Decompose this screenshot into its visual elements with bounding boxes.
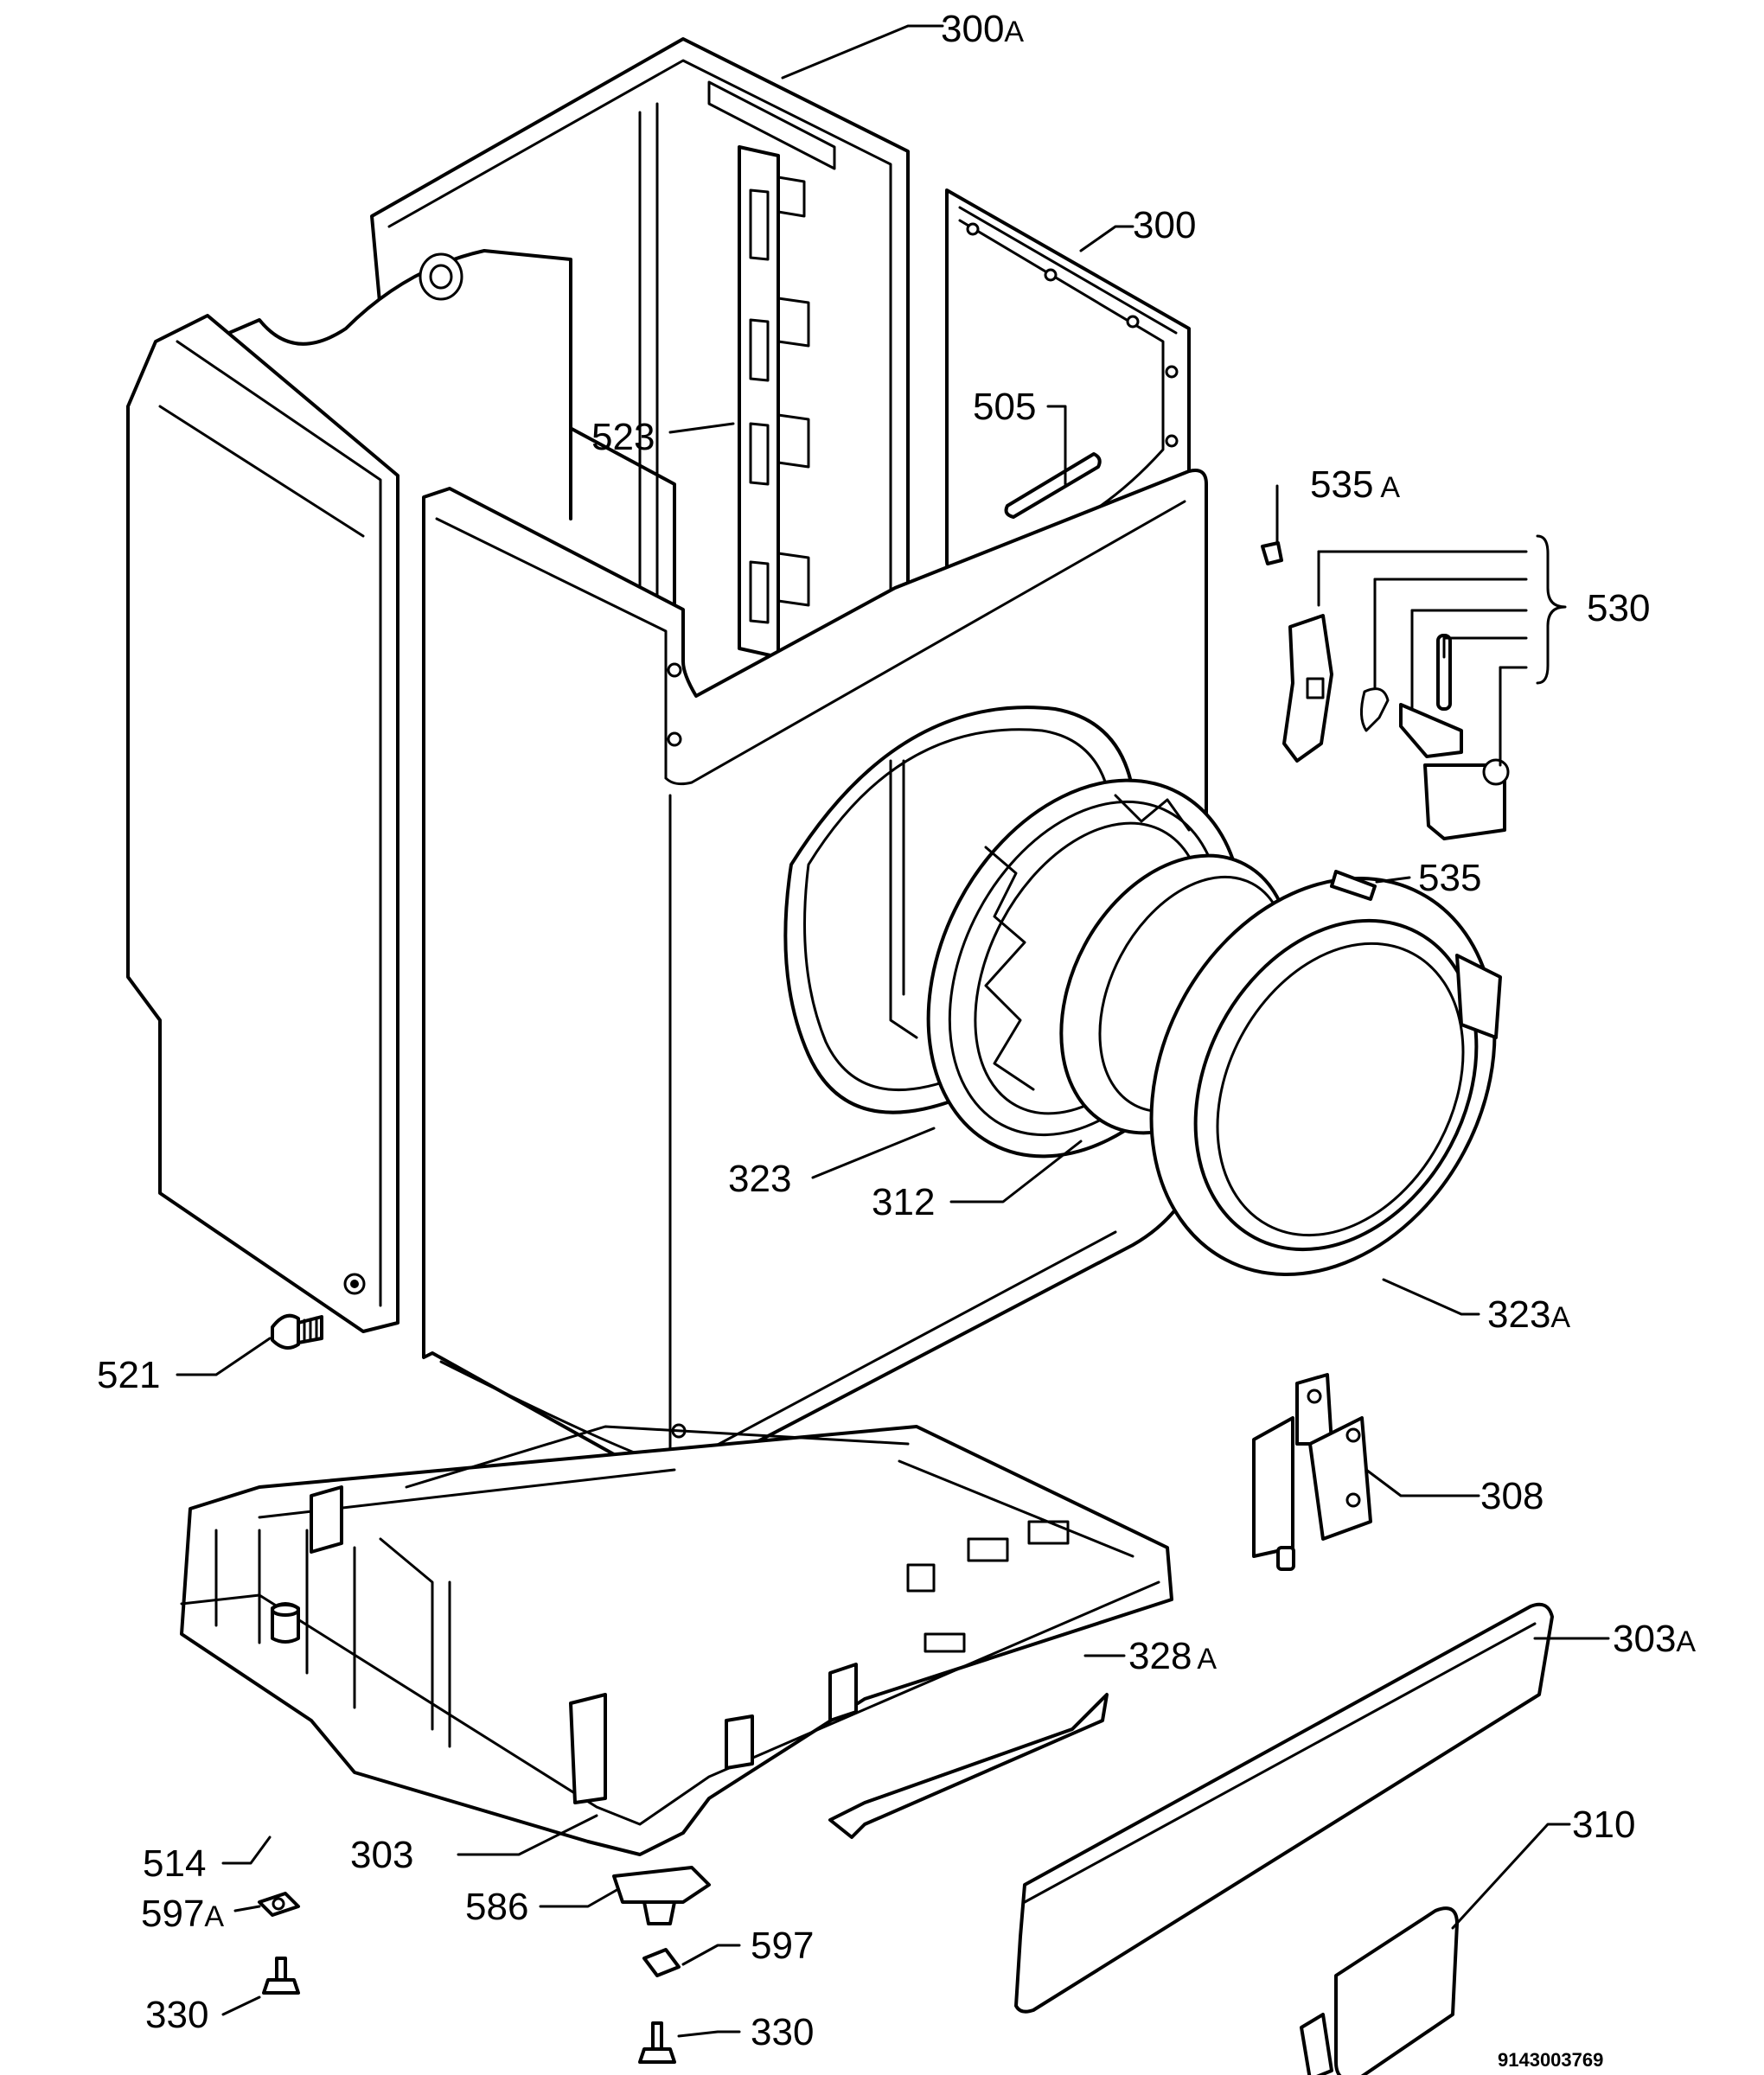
screw-part-521 xyxy=(271,1313,323,1350)
document-number: 9143003769 xyxy=(1498,2049,1603,2071)
label-514: 514 xyxy=(143,1842,206,1885)
screw-part-330-bottom xyxy=(638,2021,676,2064)
label-300: 300 xyxy=(1133,204,1196,246)
label-308: 308 xyxy=(1480,1475,1544,1517)
screw-part-330-left xyxy=(262,1957,300,1995)
label-303: 303 xyxy=(350,1834,413,1876)
label-586: 586 xyxy=(465,1886,528,1928)
label-310: 310 xyxy=(1572,1804,1635,1846)
leader-lines xyxy=(176,24,1610,2038)
label-300a: 300A xyxy=(941,8,1024,50)
kick-panel-part-303a xyxy=(1014,1602,1554,2014)
door-ring-part-323a xyxy=(1149,876,1502,1277)
label-323a: 323A xyxy=(1487,1293,1570,1336)
bracket-530 xyxy=(1317,534,1567,767)
service-flap-part-310 xyxy=(1300,1906,1459,2075)
label-535: 535 xyxy=(1418,857,1481,899)
plate-part-328a xyxy=(828,1693,1109,1839)
left-side-panel xyxy=(126,314,399,1333)
label-597: 597 xyxy=(751,1925,814,1967)
label-330-left: 330 xyxy=(145,1994,208,2036)
small-cap-part-535a xyxy=(1261,541,1283,565)
label-521: 521 xyxy=(97,1354,160,1396)
base-frame-part-303 xyxy=(180,1425,1173,1856)
label-530: 530 xyxy=(1587,587,1650,629)
nut-part-597 xyxy=(642,1948,681,1977)
foot-part-586 xyxy=(612,1866,711,1925)
label-597a: 597A xyxy=(141,1893,224,1935)
hinge-part-308 xyxy=(1252,1373,1372,1571)
nut-part-597a xyxy=(258,1892,300,1917)
label-323: 323 xyxy=(728,1158,791,1200)
pin-part-505 xyxy=(1004,452,1102,519)
spring-pin-part-535 xyxy=(1330,870,1377,901)
label-523: 523 xyxy=(591,416,655,458)
label-330-bottom: 330 xyxy=(751,2011,814,2053)
label-312: 312 xyxy=(872,1181,935,1223)
label-505: 505 xyxy=(973,386,1036,428)
label-303a: 303A xyxy=(1613,1618,1696,1660)
foot-part-514 xyxy=(271,1602,300,1644)
lock-parts-530 xyxy=(1282,614,1510,840)
